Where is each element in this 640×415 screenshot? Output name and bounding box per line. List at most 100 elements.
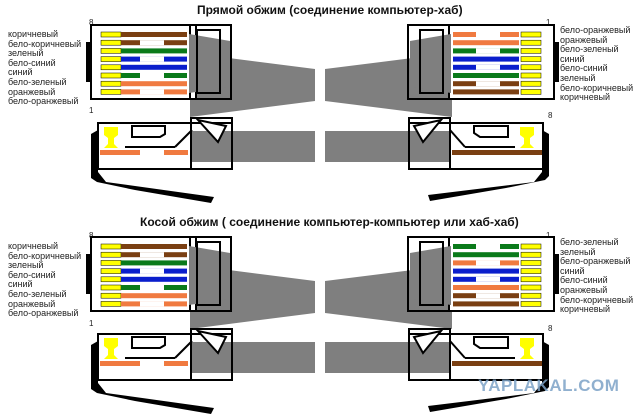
wire-side <box>452 150 542 155</box>
cable-jacket-left <box>189 246 230 305</box>
connector-latch-right <box>553 42 559 82</box>
wire-label: оранжевый <box>560 34 608 45</box>
wire-label: бело-коричневый <box>8 250 82 261</box>
wire-label: зеленый <box>8 48 44 59</box>
guide-left <box>174 129 193 148</box>
wire-label: оранжевый <box>8 298 56 309</box>
boot-side-right <box>408 328 451 381</box>
wire-stripe <box>140 268 164 274</box>
wire-label: синий <box>560 265 585 276</box>
clip-right <box>473 336 509 349</box>
wire-stripe <box>476 293 500 299</box>
wire-label: бело-зеленый <box>560 44 619 55</box>
wire <box>453 40 519 46</box>
wire-label: синий <box>8 67 33 78</box>
contact-pin <box>100 260 122 266</box>
contact-pin <box>100 89 122 95</box>
connector-latch-right <box>553 254 559 294</box>
contact-pin <box>100 301 122 307</box>
connector-body-left <box>90 236 197 312</box>
wire-label: синий <box>560 53 585 64</box>
wire-label: бело-синий <box>8 269 56 280</box>
contact-pin <box>520 39 542 46</box>
wire <box>453 268 519 274</box>
wire-label: коричневый <box>560 304 611 315</box>
wire <box>121 81 187 87</box>
contact-pin <box>520 243 542 250</box>
connector-latch-left <box>86 254 92 294</box>
pin-number: 8 <box>89 18 94 27</box>
crossover-crimp-title: Косой обжим ( соединение компьютер-компь… <box>140 215 519 229</box>
wire-label: бело-коричневый <box>560 82 634 93</box>
wire <box>121 293 187 299</box>
contact-pin <box>100 292 122 299</box>
pin-number: 1 <box>546 231 551 240</box>
wire-label: бело-зеленый <box>560 237 619 247</box>
contact-blade-right <box>520 127 534 148</box>
wire-label: бело-зеленый <box>8 76 67 87</box>
wire <box>453 252 519 258</box>
cable-jacket-right <box>410 34 451 93</box>
crimp-tooth-left <box>195 329 228 355</box>
boot-side-left <box>190 328 233 381</box>
latch-tab-right <box>428 130 549 201</box>
wire-label: бело-оранжевый <box>560 256 631 267</box>
contact-pin <box>520 284 542 291</box>
wire-stripe <box>140 361 164 366</box>
crimp-clamp-right <box>419 241 444 306</box>
contact-pin <box>520 31 542 38</box>
wire-label: синий <box>8 279 33 290</box>
wire-stripe <box>140 89 164 95</box>
cable-side-left <box>190 131 315 162</box>
guide-right <box>449 340 466 359</box>
wire-label: оранжевый <box>8 86 56 97</box>
pin-number: 8 <box>548 111 553 120</box>
contact-blade-right <box>520 338 534 359</box>
wire <box>121 244 187 249</box>
contact-pin <box>520 251 542 258</box>
wire-stripe <box>476 81 500 87</box>
latch-tab-right <box>428 341 549 412</box>
wire-label: оранжевый <box>560 284 608 295</box>
cable-jacket-right <box>410 246 451 305</box>
wire <box>121 276 187 282</box>
connector-latch-left <box>86 42 92 82</box>
guide-right <box>449 129 466 148</box>
cable-side-right <box>325 131 450 162</box>
contact-pin <box>520 72 542 79</box>
clip-left <box>131 336 166 349</box>
wire-label: коричневый <box>8 241 59 251</box>
wire-stripe <box>140 252 164 258</box>
contact-pin <box>520 56 542 62</box>
pin-number: 8 <box>548 324 553 333</box>
contact-pin <box>100 48 122 54</box>
cable-jacket-left <box>189 34 230 93</box>
cable-side-left <box>190 342 315 373</box>
contact-pin <box>100 31 122 38</box>
wire <box>121 260 187 266</box>
wire-stripe <box>476 48 500 54</box>
wire-label: коричневый <box>560 92 611 103</box>
crimp-tooth-right <box>412 329 444 355</box>
contact-blade-left <box>104 338 118 359</box>
boot-side-left <box>190 117 233 170</box>
contact-pin <box>100 80 122 87</box>
wire-label: зеленый <box>8 260 44 271</box>
wire <box>453 73 519 78</box>
wire-label: бело-коричневый <box>560 294 634 305</box>
contact-blade-left <box>104 127 118 148</box>
crimp-tooth-right <box>412 118 444 144</box>
wire-stripe <box>476 260 500 266</box>
contact-pin <box>100 64 122 71</box>
wire-stripe <box>140 56 164 62</box>
wire-stripe <box>476 32 500 37</box>
contact-pin <box>100 72 122 79</box>
contact-pin <box>100 251 122 258</box>
contact-pin <box>100 276 122 283</box>
pin-number: 8 <box>89 231 94 240</box>
wire-label: зеленый <box>560 72 596 83</box>
